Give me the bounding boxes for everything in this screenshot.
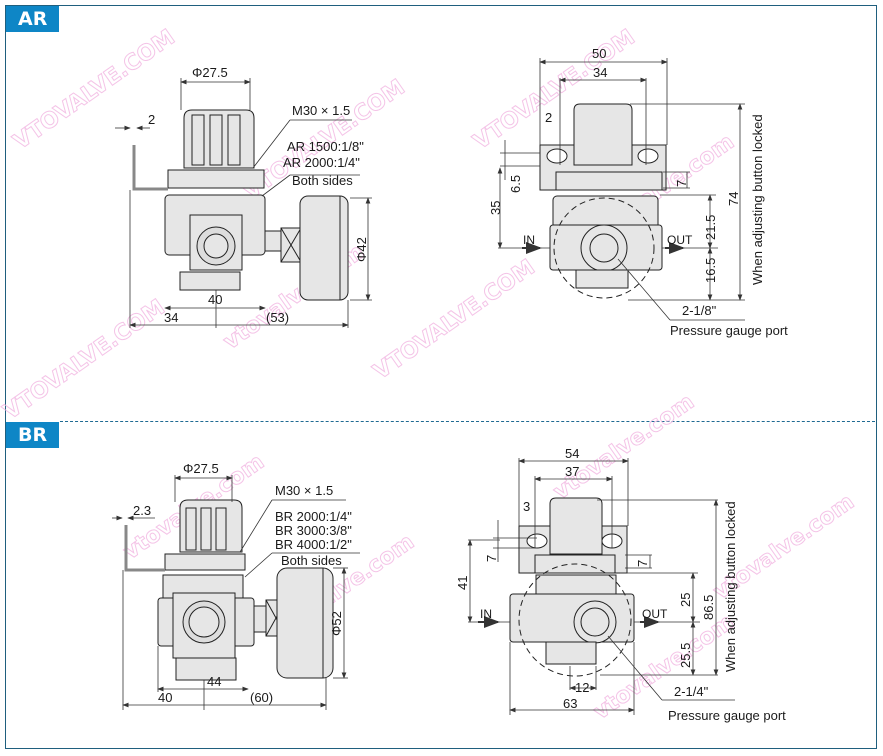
- svg-text:35: 35: [488, 201, 503, 215]
- svg-text:2: 2: [148, 112, 155, 127]
- svg-text:74: 74: [726, 192, 741, 206]
- section-divider: [60, 421, 875, 422]
- svg-text:86.5: 86.5: [701, 595, 716, 620]
- svg-text:Φ52: Φ52: [329, 611, 344, 636]
- svg-text:7: 7: [635, 560, 650, 567]
- svg-text:M30 × 1.5: M30 × 1.5: [275, 483, 333, 498]
- svg-text:2.3: 2.3: [133, 503, 151, 518]
- svg-text:Both sides: Both sides: [281, 553, 342, 568]
- svg-text:50: 50: [592, 46, 606, 61]
- svg-text:BR 2000:1/4": BR 2000:1/4": [275, 509, 352, 524]
- svg-text:44: 44: [207, 674, 221, 689]
- svg-text:3: 3: [523, 499, 530, 514]
- br-front-dimensions: [112, 475, 360, 710]
- svg-text:7: 7: [674, 180, 689, 187]
- svg-text:VTOVALVE.COM: VTOVALVE.COM: [369, 255, 540, 385]
- ar-side-labels: 50 34 2 6.5 35 7 21.5 16.5 74 When adjus…: [488, 46, 788, 338]
- svg-text:12: 12: [575, 680, 589, 695]
- svg-text:2-1/4": 2-1/4": [674, 684, 709, 699]
- svg-text:16.5: 16.5: [703, 258, 718, 283]
- svg-text:34: 34: [593, 65, 607, 80]
- svg-text:37: 37: [565, 464, 579, 479]
- ar-front-dimensions: [115, 78, 372, 328]
- section-tag-ar: AR: [6, 6, 59, 32]
- br-front-labels: Φ27.5 M30 × 1.5 BR 2000:1/4" BR 3000:3/8…: [133, 461, 352, 705]
- svg-text:When adjusting button locked: When adjusting button locked: [723, 501, 738, 672]
- svg-text:Φ42: Φ42: [354, 237, 369, 262]
- svg-text:Both sides: Both sides: [292, 173, 353, 188]
- drawing-frame: [5, 5, 877, 749]
- svg-text:2-1/8": 2-1/8": [682, 303, 717, 318]
- svg-text:34: 34: [164, 310, 178, 325]
- br-front-view: [124, 499, 334, 681]
- svg-text:IN: IN: [480, 607, 492, 621]
- svg-text:21.5: 21.5: [703, 215, 718, 240]
- svg-text:VTOVALVE.COM: VTOVALVE.COM: [9, 25, 180, 155]
- svg-text:(60): (60): [250, 690, 273, 705]
- svg-text:OUT: OUT: [667, 233, 693, 247]
- svg-text:40: 40: [208, 292, 222, 307]
- section-tag-br: BR: [6, 422, 59, 448]
- svg-text:OUT: OUT: [642, 607, 668, 621]
- br-side-labels: 54 37 3 7 41 7 25 25.5 86.5 When adjusti…: [455, 446, 786, 723]
- ar-side-view: [539, 103, 667, 299]
- svg-text:Φ27.5: Φ27.5: [183, 461, 219, 476]
- svg-text:41: 41: [455, 576, 470, 590]
- svg-text:54: 54: [565, 446, 579, 461]
- ar-front-labels: Φ27.5 M30 × 1.5 AR 1500:1/8" AR 2000:1/4…: [148, 65, 369, 325]
- svg-text:63: 63: [563, 696, 577, 711]
- svg-text:(53): (53): [266, 310, 289, 325]
- svg-text:AR 1500:1/8": AR 1500:1/8": [287, 139, 364, 154]
- svg-text:Pressure gauge port: Pressure gauge port: [668, 708, 786, 723]
- svg-text:Pressure gauge port: Pressure gauge port: [670, 323, 788, 338]
- svg-text:IN: IN: [523, 233, 535, 247]
- svg-text:6.5: 6.5: [508, 175, 523, 193]
- svg-text:BR 3000:3/8": BR 3000:3/8": [275, 523, 352, 538]
- svg-text:2: 2: [545, 110, 552, 125]
- svg-text:Φ27.5: Φ27.5: [192, 65, 228, 80]
- svg-text:VTOVALVE.COM: VTOVALVE.COM: [0, 295, 170, 425]
- svg-text:25.5: 25.5: [678, 643, 693, 668]
- svg-text:7: 7: [484, 555, 499, 562]
- br-side-view: [509, 497, 635, 677]
- ar-side-dimensions: [497, 58, 745, 321]
- svg-text:M30 × 1.5: M30 × 1.5: [292, 103, 350, 118]
- svg-text:When adjusting button locked: When adjusting button locked: [750, 114, 765, 285]
- svg-text:25: 25: [678, 593, 693, 607]
- br-side-dimensions: [467, 458, 735, 715]
- svg-text:AR 2000:1/4": AR 2000:1/4": [283, 155, 360, 170]
- ar-front-view: [132, 109, 349, 301]
- svg-text:40: 40: [158, 690, 172, 705]
- svg-text:BR 4000:1/2": BR 4000:1/2": [275, 537, 352, 552]
